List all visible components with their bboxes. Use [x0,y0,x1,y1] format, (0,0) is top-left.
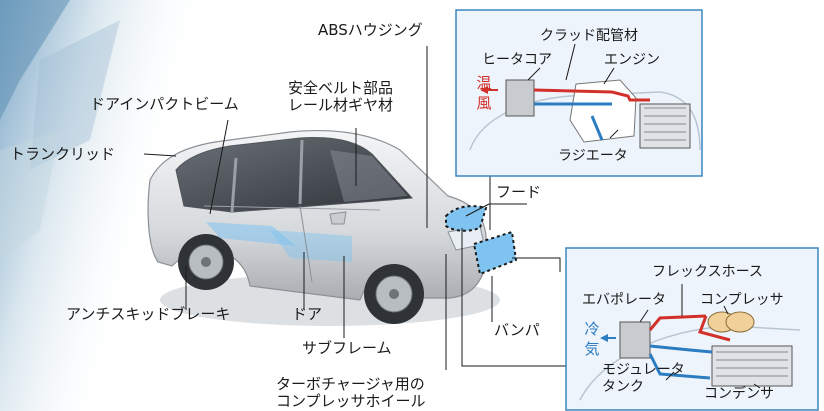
label-warm-air-1: 温 [476,74,492,92]
label-door: ドア [292,305,323,323]
label-warm-air-2: 風 [476,94,492,112]
ac-inset-drawing [565,247,819,411]
label-seatbelt: 安全ベルト部品 レール材ギヤ材 [288,79,394,114]
label-heater-core: ヒータコア [482,52,552,68]
label-radiator: ラジエータ [558,148,628,164]
label-engine: エンジン [604,52,660,68]
label-subframe: サブフレーム [302,339,392,357]
label-evaporator: エバポレータ [582,292,666,308]
label-cold-air-2: 気 [584,340,600,358]
label-cold-air-1: 冷 [584,320,600,338]
label-turbo-compressor-wheel: ターボチャージャ用の コンプレッサホイール [276,375,426,410]
label-clad-pipe: クラッド配管材 [540,28,638,44]
heater-inset-drawing [455,9,703,177]
label-flex-hose: フレックスホース [652,264,763,280]
leader-lines [143,46,570,370]
label-antiskid-brake: アンチスキッドブレーキ [66,305,231,323]
label-hood: フード [496,183,542,201]
label-condenser: コンデンサ [704,386,774,402]
label-compressor: コンプレッサ [700,292,784,308]
car-illustration [147,130,518,326]
label-door-impact-beam: ドアインパクトビーム [90,95,239,113]
label-trunk-lid: トランクリッド [10,145,116,163]
label-modulator-tank: モジュレータ タンク [602,362,685,395]
label-bumper: バンパ [494,321,540,339]
label-abs-housing: ABSハウジング [318,21,423,39]
